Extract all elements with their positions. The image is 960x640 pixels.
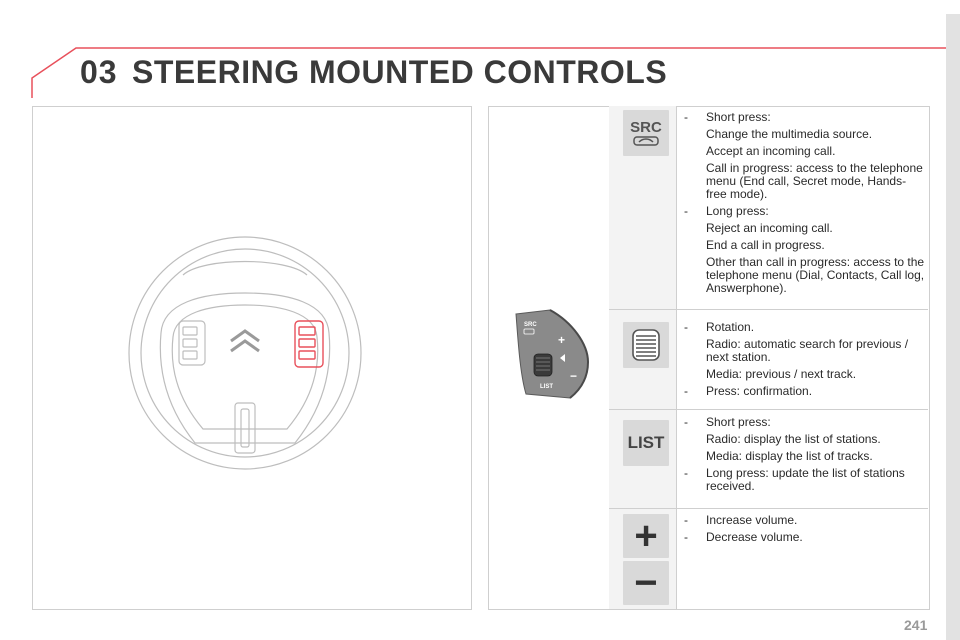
description-text: Press: confirmation. <box>706 384 813 398</box>
minus-label: − <box>634 561 658 605</box>
plus-label: + <box>634 514 658 558</box>
row-divider <box>609 508 928 509</box>
description-subtext: Media: previous / next track. <box>706 367 857 381</box>
bullet-dash: - <box>684 513 688 527</box>
description-item: - Short press: Change the multimedia sourc… <box>682 111 926 201</box>
bullet-dash: - <box>684 110 688 124</box>
stalk-thumbwheel <box>533 353 553 377</box>
highlighted-controls <box>294 320 324 368</box>
description-subtext: Reject an incoming call. <box>706 221 833 235</box>
control-stalk-illustration: SRC + − LIST <box>515 309 590 399</box>
src-phone-icon: SRC <box>623 110 669 156</box>
description-item: - Decrease volume. <box>682 531 926 544</box>
list-label: LIST <box>627 433 665 452</box>
stalk-src-label: SRC <box>524 322 537 328</box>
description-subtext: Change the multimedia source. <box>706 127 873 141</box>
src-label: SRC <box>630 119 662 136</box>
bullet-dash: - <box>684 320 688 334</box>
description-subtext: Radio: display the list of stations. <box>706 432 881 446</box>
chapter-number: 03 <box>80 54 118 90</box>
wheel-icon <box>632 329 660 361</box>
bullet-dash: - <box>684 466 688 480</box>
steering-wheel-panel <box>32 106 472 610</box>
bullet-dash: - <box>684 415 688 429</box>
description-subtext: Other than call in progress: access to t… <box>706 255 925 295</box>
list-icon: LIST <box>623 420 669 466</box>
stalk-plus-label: + <box>558 333 565 347</box>
bullet-dash: - <box>684 530 688 544</box>
description-subtext: End a call in progress. <box>706 238 825 252</box>
stalk-minus-label: − <box>570 369 577 383</box>
description-item: - Long press: update the list of stations… <box>682 467 926 493</box>
description-item: - Press: confirmation. <box>682 385 926 398</box>
description-item: - Rotation. Radio: automatic search for pr… <box>682 321 926 381</box>
description-subtext: Media: display the list of tracks. <box>706 449 873 463</box>
minus-icon: − <box>623 561 669 605</box>
header-accent-line <box>31 47 946 98</box>
src-description: - Short press: Change the multimedia sourc… <box>682 111 926 299</box>
description-text: Increase volume. <box>706 513 798 527</box>
description-text: Long press: update the list of stations … <box>706 466 905 493</box>
sidebar-strip <box>946 14 960 640</box>
description-text: Rotation. <box>706 320 755 334</box>
description-text: Long press: <box>706 204 769 218</box>
description-item: - Short press: Radio: display the list of … <box>682 416 926 463</box>
bullet-dash: - <box>684 204 688 218</box>
column-divider <box>676 106 677 609</box>
list-description: - Short press: Radio: display the list of … <box>682 416 926 497</box>
row-divider <box>609 409 928 410</box>
description-subtext: Call in progress: access to the telephon… <box>706 161 923 201</box>
steering-wheel-illustration <box>128 236 362 470</box>
header-frame <box>31 47 946 98</box>
row-divider <box>609 309 928 310</box>
description-item: - Long press: Reject an incoming call. End … <box>682 205 926 295</box>
thumbwheel-description: - Rotation. Radio: automatic search for pr… <box>682 321 926 402</box>
page-title: STEERING MOUNTED CONTROLS <box>132 54 668 90</box>
description-text: Short press: <box>706 110 771 124</box>
description-text: Short press: <box>706 415 771 429</box>
volume-description: - Increase volume. - Decrease volume. <box>682 514 926 548</box>
stalk-list-label: LIST <box>540 384 553 390</box>
description-item: - Increase volume. <box>682 514 926 527</box>
plus-icon: + <box>623 514 669 558</box>
description-subtext: Radio: automatic search for previous / n… <box>706 337 909 364</box>
bullet-dash: - <box>684 384 688 398</box>
page-number: 241 <box>904 617 928 633</box>
description-subtext: Accept an incoming call. <box>706 144 836 158</box>
thumbwheel-icon <box>623 322 669 368</box>
description-text: Decrease volume. <box>706 530 803 544</box>
phone-icon <box>633 136 659 146</box>
